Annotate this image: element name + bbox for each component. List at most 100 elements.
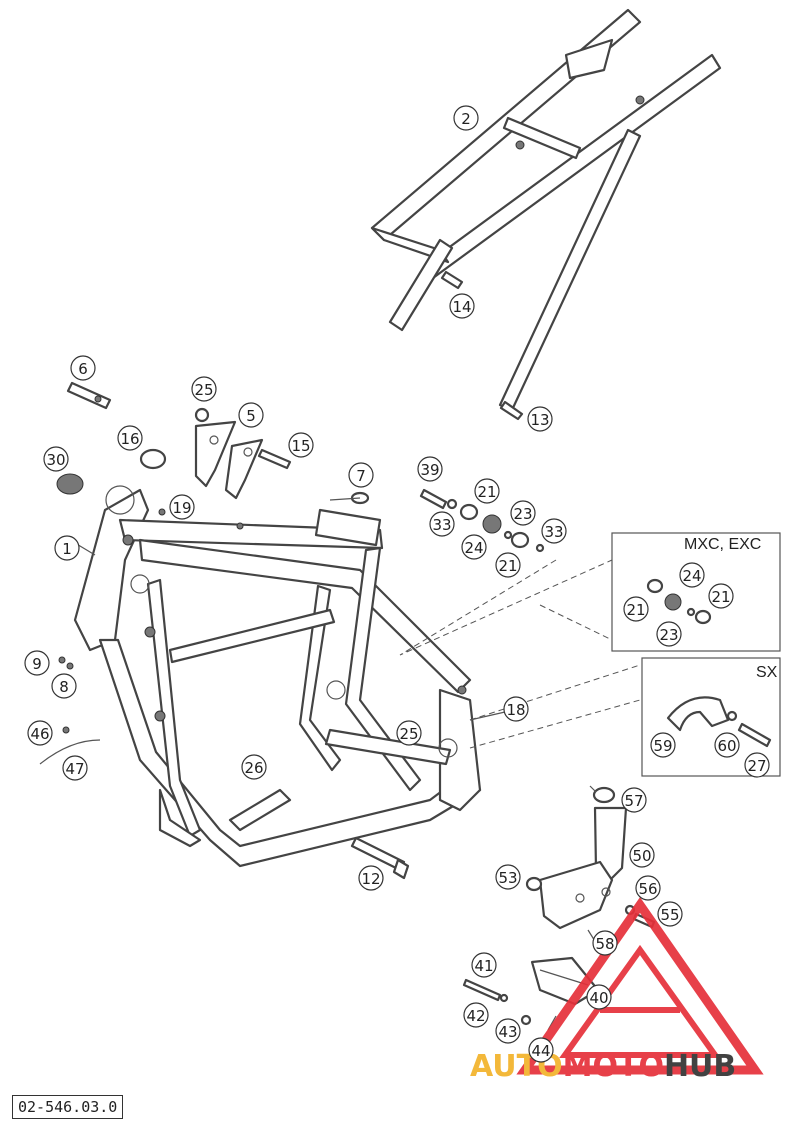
- callout-number: 53: [498, 869, 517, 887]
- main-frame-drawing: [73, 485, 482, 868]
- callout-ring: [70, 355, 96, 381]
- callout-number: 9: [32, 655, 42, 673]
- callout-part-19: 19: [169, 494, 195, 520]
- callout-number: 19: [172, 499, 191, 517]
- callout-part-25: 25: [396, 720, 422, 746]
- callout-number: 23: [659, 626, 678, 644]
- callout-part-25: 25: [191, 376, 217, 402]
- bracket-50-drawing: [593, 806, 628, 882]
- callout-number: 24: [464, 539, 483, 557]
- callout-ring: [623, 596, 649, 622]
- callout-part-21: 21: [474, 478, 500, 504]
- callout-ring: [714, 732, 740, 758]
- watermark-triangle-icon: [516, 897, 764, 1075]
- callout-part-44: 44: [528, 1037, 554, 1063]
- callout-number: 6: [78, 360, 88, 378]
- callout-ring: [348, 462, 374, 488]
- callout-part-26: 26: [241, 754, 267, 780]
- callout-number: 23: [513, 505, 532, 523]
- callout-part-42: 42: [463, 1002, 489, 1028]
- callout-number: 57: [624, 792, 643, 810]
- callout-part-13: 13: [527, 406, 553, 432]
- callout-part-58: 58: [592, 930, 618, 956]
- callout-ring: [495, 864, 521, 890]
- callout-variant-part-27: 27: [744, 752, 770, 778]
- callout-number: 33: [432, 516, 451, 534]
- callout-variant-part-24: 24: [679, 562, 705, 588]
- callout-part-33: 33: [429, 511, 455, 537]
- svg-text:AUTOMOTOHUB: AUTOMOTOHUB: [470, 1049, 736, 1084]
- callout-ring: [650, 732, 676, 758]
- callout-number: 21: [477, 483, 496, 501]
- callout-variant-part-59: 59: [650, 732, 676, 758]
- callout-part-40: 40: [586, 984, 612, 1010]
- callout-ring: [396, 720, 422, 746]
- callout-part-30: 30: [43, 446, 69, 472]
- callout-part-21: 21: [495, 552, 521, 578]
- watermark-moto: MOTO: [563, 1049, 664, 1084]
- callout-ring: [241, 754, 267, 780]
- callout-part-47: 47: [62, 755, 88, 781]
- callout-ring: [169, 494, 195, 520]
- callout-ring: [358, 865, 384, 891]
- callout-part-7: 7: [348, 462, 374, 488]
- callout-number: 56: [638, 880, 657, 898]
- callout-ring: [463, 1002, 489, 1028]
- callout-ring: [288, 432, 314, 458]
- fittings-8-9-46-drawing: [58, 656, 74, 734]
- bracket-5-drawing: [194, 420, 264, 500]
- callout-number: 55: [660, 906, 679, 924]
- callout-number: 44: [531, 1042, 550, 1060]
- callout-ring: [592, 930, 618, 956]
- variant-box-mxc-exc: MXC, EXC: [611, 532, 781, 652]
- variant-box-mxc-exc-title: MXC, EXC: [684, 536, 761, 553]
- callout-number: 1: [62, 540, 72, 558]
- sensor-6-drawing: [66, 381, 112, 410]
- callout-ring: [503, 696, 529, 722]
- callout-ring: [117, 425, 143, 451]
- cap-57-drawing: [589, 785, 616, 804]
- callout-variant-part-21: 21: [623, 596, 649, 622]
- linkage-bushings-drawing: [419, 488, 545, 553]
- callout-ring: [708, 583, 734, 609]
- callout-ring: [43, 446, 69, 472]
- callout-ring: [471, 952, 497, 978]
- callout-number: 50: [632, 847, 651, 865]
- callout-number: 41: [474, 957, 493, 975]
- callout-ring: [679, 562, 705, 588]
- callout-variant-part-21: 21: [708, 583, 734, 609]
- callout-ring: [495, 1018, 521, 1044]
- callout-number: 58: [595, 935, 614, 953]
- callout-number: 43: [498, 1023, 517, 1041]
- bolt-15-drawing: [257, 448, 292, 470]
- pin-41-42-43-44-drawing: [462, 978, 557, 1031]
- callout-ring: [417, 456, 443, 482]
- callout-variant-part-23: 23: [656, 621, 682, 647]
- callout-number: 7: [356, 467, 366, 485]
- callout-part-16: 16: [117, 425, 143, 451]
- callout-ring: [657, 901, 683, 927]
- callout-ring: [635, 875, 661, 901]
- callout-ring: [24, 650, 50, 676]
- callout-part-56: 56: [635, 875, 661, 901]
- callout-part-18: 18: [503, 696, 529, 722]
- callout-ring: [461, 534, 487, 560]
- ring-16-drawing: [139, 448, 167, 470]
- callout-ring: [191, 376, 217, 402]
- callout-part-55: 55: [657, 901, 683, 927]
- callout-number: 21: [498, 557, 517, 575]
- callout-ring: [474, 478, 500, 504]
- callout-ring: [27, 720, 53, 746]
- callout-number: 8: [59, 678, 69, 696]
- watermark-logo: AUTOMOTOHUB: [470, 897, 764, 1084]
- callout-part-41: 41: [471, 952, 497, 978]
- callout-number: 46: [30, 725, 49, 743]
- callout-part-53: 53: [495, 864, 521, 890]
- callout-ring: [541, 518, 567, 544]
- callout-ring: [238, 402, 264, 428]
- callout-ring: [51, 673, 77, 699]
- callout-ring: [54, 535, 80, 561]
- callout-number: 12: [361, 870, 380, 888]
- bolt-14-drawing: [440, 270, 464, 290]
